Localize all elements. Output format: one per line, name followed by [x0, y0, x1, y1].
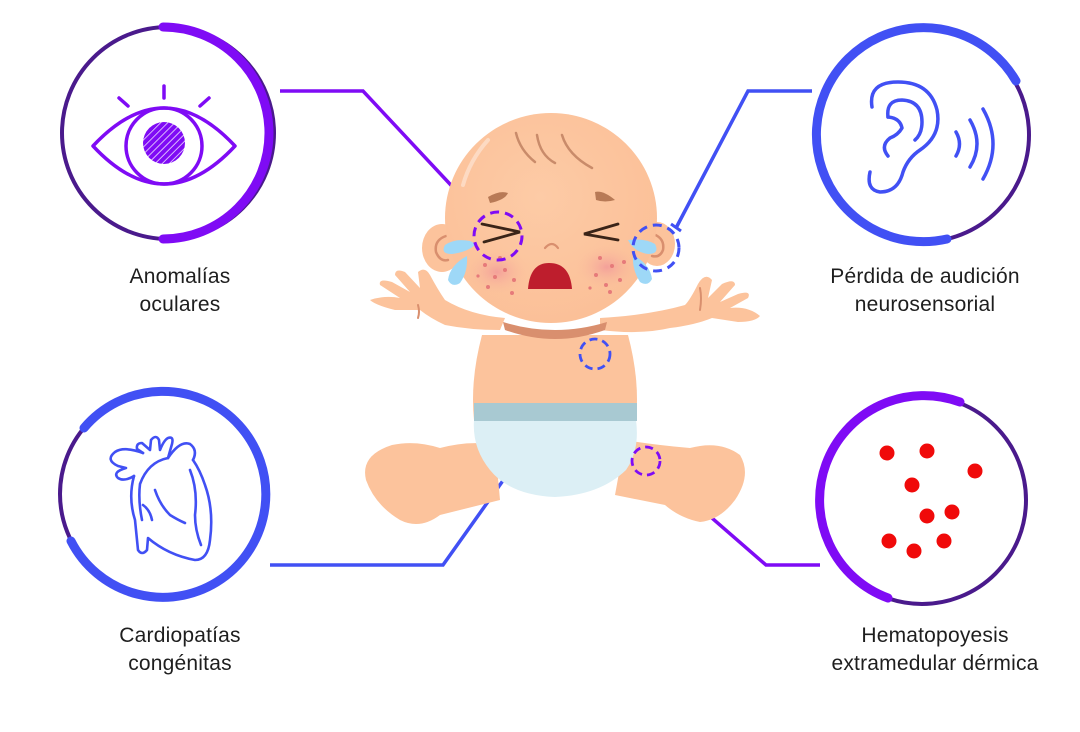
target-circle-leg	[630, 445, 662, 477]
crying-baby-illustration	[365, 113, 760, 524]
label-congenital-heart: Cardiopatías congénitas	[50, 622, 310, 678]
baby-diaper	[473, 403, 637, 497]
baby-tears	[443, 239, 657, 285]
baby-closed-eyes	[480, 222, 620, 244]
label-line-1: Anomalías	[129, 265, 231, 288]
target-circle-ear	[631, 223, 681, 273]
baby-rash-cheeks	[463, 243, 641, 296]
label-line-1: Hematopoyesis	[861, 624, 1009, 647]
label-hearing-loss: Pérdida de audición neurosensorial	[790, 263, 1060, 319]
label-line-2: extramedular dérmica	[831, 652, 1039, 675]
label-line-2: oculares	[139, 293, 221, 316]
label-eye-anomalies: Anomalías oculares	[60, 263, 300, 319]
label-line-1: Cardiopatías	[119, 624, 241, 647]
ear-sound-icon	[867, 80, 995, 194]
baby-neck	[503, 322, 607, 339]
finding-circle-blood	[815, 391, 1028, 606]
red-dots-icon	[879, 443, 983, 559]
heart-anatomy-icon	[109, 435, 213, 562]
baby-nose	[543, 242, 560, 250]
label-dermal-hematopoiesis: Hematopoyesis extramedular dérmica	[790, 622, 1080, 678]
finding-circle-eye	[60, 22, 276, 244]
label-line-2: neurosensorial	[854, 293, 996, 316]
baby-arms	[370, 269, 760, 333]
finding-circle-heart	[58, 386, 271, 602]
baby-torso	[473, 335, 637, 420]
baby-brows	[488, 191, 615, 203]
baby-mouth	[528, 263, 572, 289]
baby-legs	[365, 440, 745, 524]
eye-pupil-hatched	[143, 122, 185, 164]
label-line-1: Pérdida de audición	[830, 265, 1020, 288]
target-circle-chest	[578, 337, 612, 371]
target-circle-eye	[472, 210, 524, 262]
baby-hair	[514, 131, 594, 170]
baby-head	[445, 113, 657, 323]
eye-icon	[91, 84, 237, 186]
label-line-2: congénitas	[128, 652, 232, 675]
finding-circle-ear	[811, 23, 1031, 247]
leader-line-ear	[670, 89, 812, 233]
